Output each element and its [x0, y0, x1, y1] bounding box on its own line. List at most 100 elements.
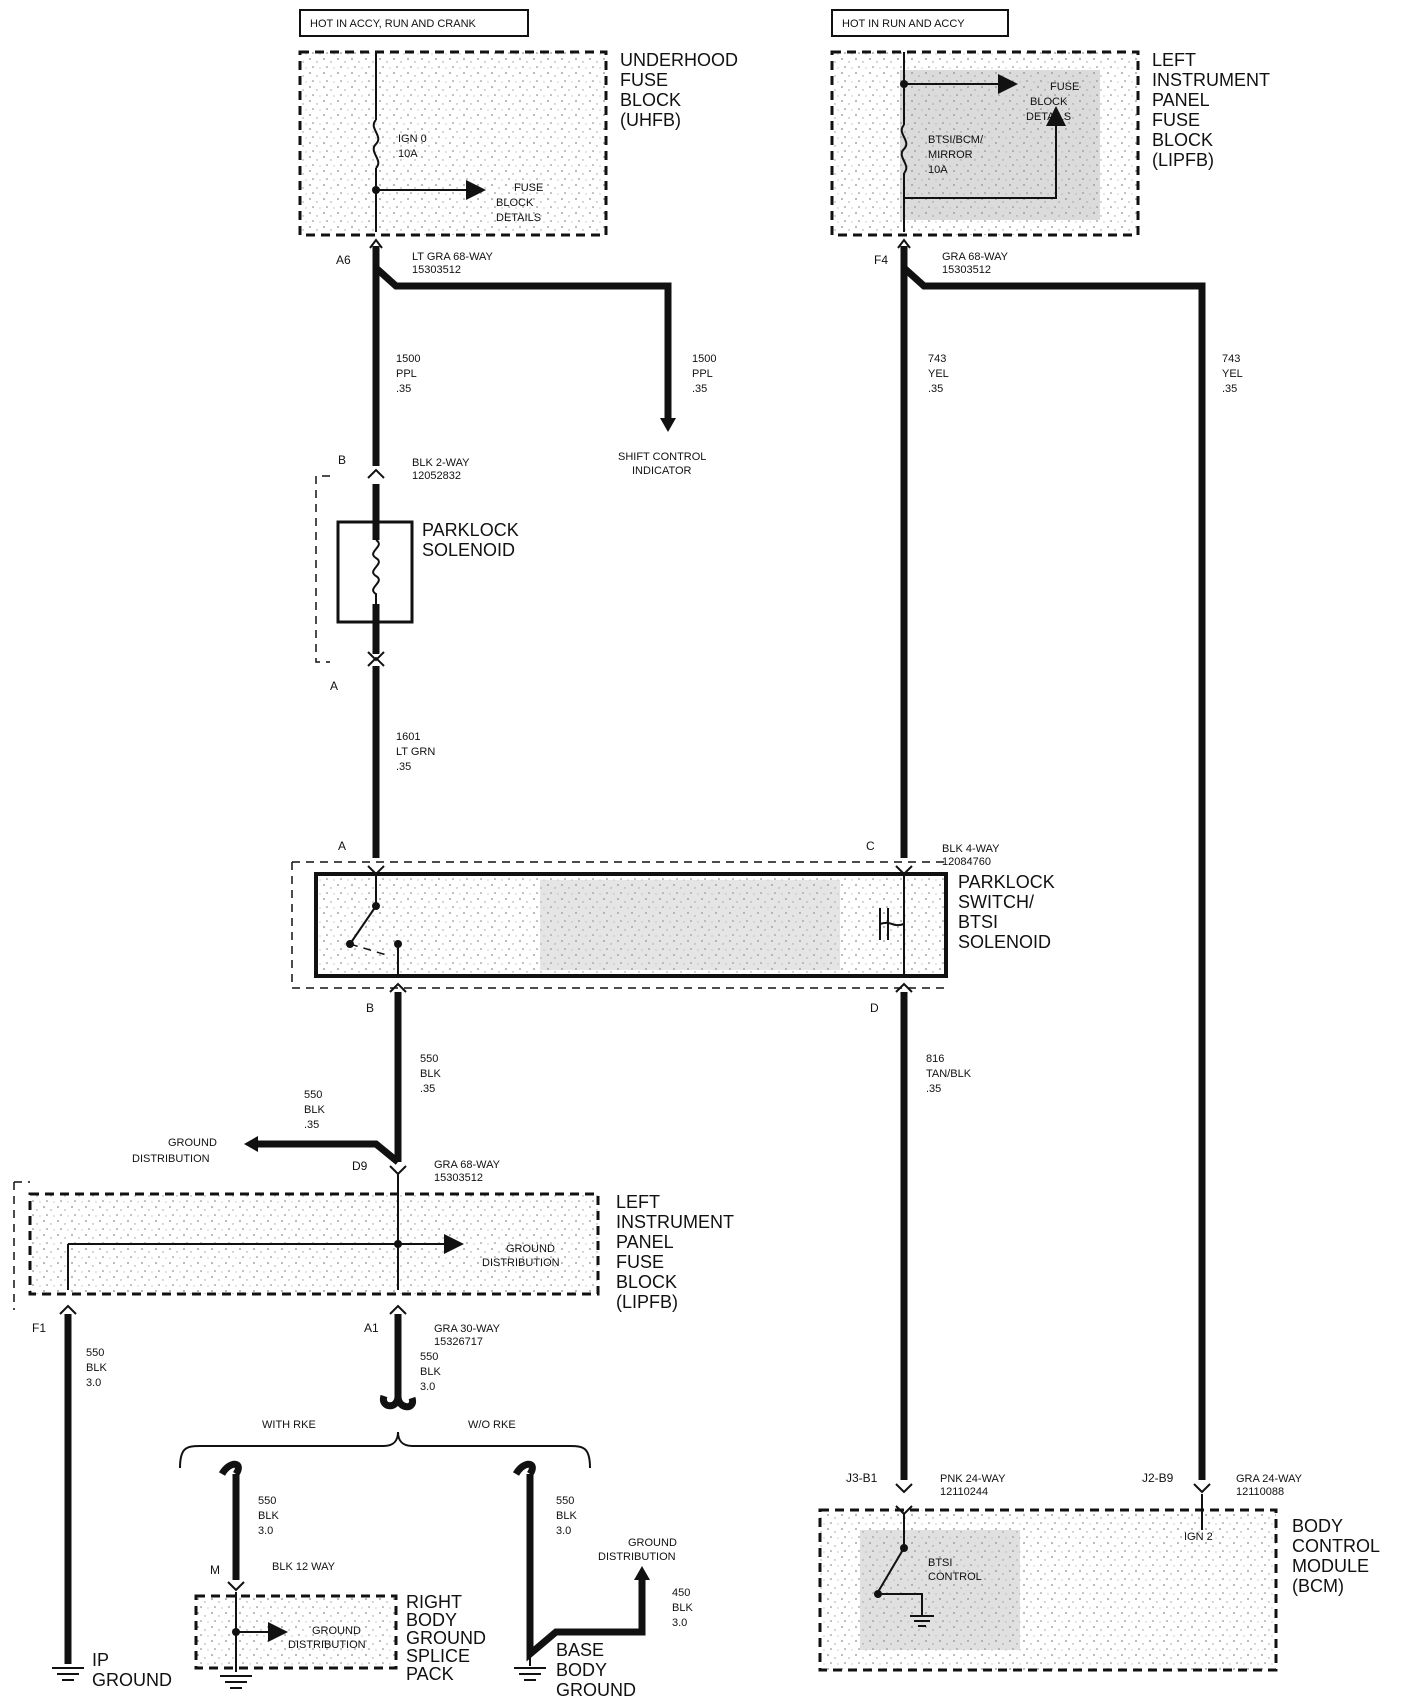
svg-text:GROUND: GROUND — [312, 1625, 361, 1637]
svg-text:550: 550 — [420, 1351, 438, 1363]
wire-743 — [897, 238, 1206, 1480]
lipfb-top-connector: F4 GRA 68-WAY 15303512 — [874, 251, 1009, 276]
svg-text:743: 743 — [1222, 353, 1240, 365]
svg-text:GRA 30-WAY: GRA 30-WAY — [434, 1323, 501, 1335]
svg-text:(LIPFB): (LIPFB) — [1152, 150, 1214, 170]
power-label-right: HOT IN RUN AND ACCY — [831, 9, 1009, 37]
svg-text:DISTRIBUTION: DISTRIBUTION — [288, 1639, 366, 1651]
svg-text:SWITCH/: SWITCH/ — [958, 892, 1034, 912]
svg-text:M: M — [210, 1563, 220, 1577]
uhfb-fuse-1: IGN 0 — [398, 133, 427, 145]
svg-text:.35: .35 — [396, 383, 411, 395]
parklock-switch: A C BLK 4-WAY 12084760 PARKLOCK SWITCH/ … — [291, 839, 1055, 1015]
svg-text:YEL: YEL — [928, 368, 949, 380]
wire-ip-ground: 550 BLK 3.0 IP GROUND — [52, 1304, 172, 1690]
svg-text:IP: IP — [92, 1650, 109, 1670]
svg-text:D9: D9 — [352, 1159, 368, 1173]
svg-text:BLK 4-WAY: BLK 4-WAY — [942, 843, 1000, 855]
svg-text:PACK: PACK — [406, 1664, 454, 1684]
svg-text:3.0: 3.0 — [556, 1525, 571, 1537]
svg-text:1500: 1500 — [692, 353, 716, 365]
svg-text:BLK: BLK — [420, 1366, 441, 1378]
parklock-solenoid: B BLK 2-WAY 12052832 A PARKLOCK SOLENOID — [315, 453, 519, 693]
svg-text:GROUND: GROUND — [556, 1680, 636, 1698]
svg-text:SPLICE: SPLICE — [406, 1646, 470, 1666]
svg-text:BLOCK: BLOCK — [496, 197, 534, 209]
svg-text:1601: 1601 — [396, 731, 420, 743]
svg-text:PPL: PPL — [396, 368, 417, 380]
svg-text:(UHFB): (UHFB) — [620, 110, 681, 130]
svg-text:BLK 12 WAY: BLK 12 WAY — [272, 1561, 336, 1573]
svg-text:12052832: 12052832 — [412, 470, 461, 482]
power-label-left: HOT IN ACCY, RUN AND CRANK — [299, 9, 529, 37]
wire-550-a1: 550 BLK 3.0 — [379, 1304, 441, 1411]
svg-text:GROUND: GROUND — [92, 1670, 172, 1690]
ground-icon — [52, 1667, 84, 1681]
svg-text:YEL: YEL — [1222, 368, 1243, 380]
svg-text:PARKLOCK: PARKLOCK — [958, 872, 1055, 892]
svg-text:BLK: BLK — [672, 1602, 693, 1614]
bcm-ign: IGN 2 — [1184, 1531, 1213, 1543]
uhfb-title: UNDERHOOD FUSE BLOCK (UHFB) — [620, 50, 738, 130]
svg-text:12110244: 12110244 — [940, 1486, 988, 1498]
svg-text:J2-B9: J2-B9 — [1142, 1471, 1174, 1485]
svg-text:B: B — [338, 453, 346, 467]
svg-text:.35: .35 — [304, 1119, 319, 1131]
svg-text:3.0: 3.0 — [258, 1525, 273, 1537]
svg-text:GRA 68-WAY: GRA 68-WAY — [942, 251, 1009, 263]
svg-text:GROUND: GROUND — [628, 1537, 677, 1549]
svg-text:DETAILS: DETAILS — [1026, 111, 1071, 123]
uhfb-connector: A6 LT GRA 68-WAY 15303512 — [336, 251, 494, 276]
svg-text:HOT IN ACCY, RUN AND CRANK: HOT IN ACCY, RUN AND CRANK — [310, 18, 477, 30]
svg-text:CONTROL: CONTROL — [1292, 1536, 1380, 1556]
svg-text:BLK: BLK — [258, 1510, 279, 1522]
svg-text:550: 550 — [304, 1089, 322, 1101]
svg-text:3.0: 3.0 — [86, 1377, 101, 1389]
svg-text:FUSE: FUSE — [514, 182, 543, 194]
lipfb-fuse-1: BTSI/BCM/ — [928, 134, 984, 146]
svg-text:FUSE: FUSE — [616, 1252, 664, 1272]
lipfb-top-block: BTSI/BCM/ MIRROR 10A FUSE BLOCK DETAILS — [830, 50, 1140, 237]
svg-text:PNK 24-WAY: PNK 24-WAY — [940, 1473, 1006, 1485]
svg-text:SOLENOID: SOLENOID — [958, 932, 1051, 952]
bcm-connectors: J3-B1 PNK 24-WAY 12110244 J2-B9 GRA 24-W… — [846, 1471, 1303, 1498]
svg-text:550: 550 — [556, 1495, 574, 1507]
svg-text:BLOCK: BLOCK — [1030, 96, 1068, 108]
svg-text:LEFT: LEFT — [616, 1192, 660, 1212]
wire-labels-top: 1500 PPL .35 1500 PPL .35 743 YEL .35 74… — [396, 353, 1243, 395]
svg-text:550: 550 — [258, 1495, 276, 1507]
svg-text:3.0: 3.0 — [420, 1381, 435, 1393]
svg-text:LT GRA 68-WAY: LT GRA 68-WAY — [412, 251, 494, 263]
svg-text:UNDERHOOD: UNDERHOOD — [620, 50, 738, 70]
option-with-rke: WITH RKE — [262, 1419, 316, 1431]
bcm-module: IGN 2 BTSI CONTROL BODY CONTROL MODULE (… — [818, 1494, 1380, 1672]
svg-text:BASE: BASE — [556, 1640, 604, 1660]
svg-text:HOT IN RUN AND ACCY: HOT IN RUN AND ACCY — [842, 18, 965, 30]
svg-text:BTSI: BTSI — [958, 912, 998, 932]
svg-text:BLK: BLK — [420, 1068, 441, 1080]
svg-text:FUSE: FUSE — [1050, 81, 1079, 93]
svg-text:FUSE: FUSE — [620, 70, 668, 90]
lipfb-top-title: LEFT INSTRUMENT PANEL FUSE BLOCK (LIPFB) — [1152, 50, 1270, 170]
svg-text:RIGHT: RIGHT — [406, 1592, 462, 1612]
svg-text:J3-B1: J3-B1 — [846, 1471, 878, 1485]
svg-text:F1: F1 — [32, 1321, 46, 1335]
svg-text:PARKLOCK: PARKLOCK — [422, 520, 519, 540]
svg-text:LEFT: LEFT — [1152, 50, 1196, 70]
svg-text:GRA 68-WAY: GRA 68-WAY — [434, 1159, 501, 1171]
svg-text:A: A — [338, 839, 346, 853]
ground-icon — [514, 1667, 546, 1681]
svg-text:743: 743 — [928, 353, 946, 365]
svg-text:D: D — [870, 1001, 879, 1015]
svg-text:GROUND: GROUND — [406, 1628, 486, 1648]
svg-text:.35: .35 — [692, 383, 707, 395]
svg-text:BLK 2-WAY: BLK 2-WAY — [412, 457, 470, 469]
ground-icon — [910, 1615, 934, 1627]
svg-text:A6: A6 — [336, 253, 351, 267]
svg-text:15303512: 15303512 — [942, 264, 991, 276]
svg-text:15326717: 15326717 — [434, 1336, 483, 1348]
svg-text:(LIPFB): (LIPFB) — [616, 1292, 678, 1312]
svg-text:BLOCK: BLOCK — [1152, 130, 1213, 150]
svg-text:B: B — [366, 1001, 374, 1015]
